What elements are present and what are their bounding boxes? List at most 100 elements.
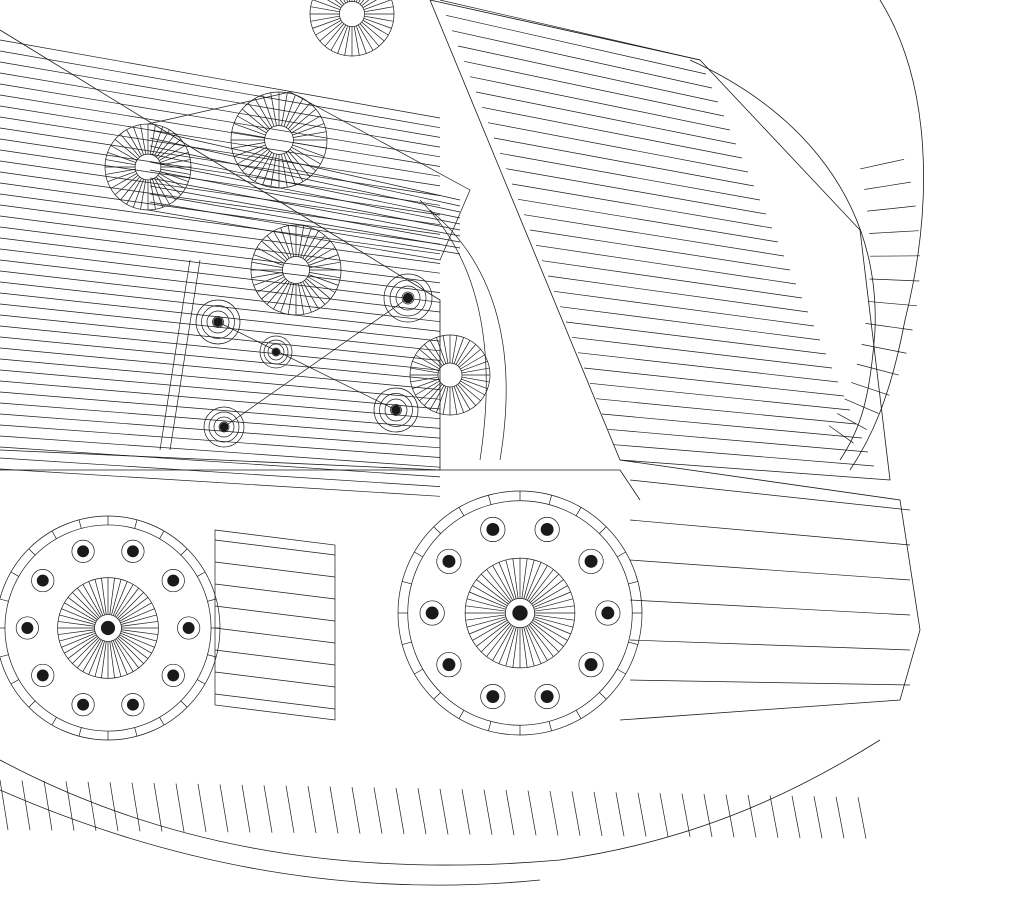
cylinder-cap-rib [152,127,162,155]
cylinder-cap-rib [293,143,326,149]
hydraulic-hub-ring [391,405,402,416]
right-wheel-tread-segment [402,581,411,584]
panel-hatch-line [0,392,440,428]
cylinder-cap-rib [237,116,266,133]
right-wheel-spoke [535,615,575,620]
armor-hatch-line [602,414,862,438]
cylinder-cap-rib [288,283,293,314]
track-drum [215,530,335,720]
hydraulic-hub-ring [213,317,224,328]
right-wheel-tread-segment [488,721,491,730]
track-link [858,797,866,838]
left-wheel-spoke [110,578,115,615]
panel-hatch-line [0,205,440,264]
right-wheel-spoke [534,617,573,627]
panel-hatch-line [0,381,440,419]
hydraulic-hub-ring [219,422,229,432]
left-wheel-tread-segment [52,531,56,539]
cylinder-cap-rib [141,125,146,155]
right-wheel-spoke [487,569,512,601]
cylinder-cap-rib [242,109,268,131]
cylinder-cap-rib [111,173,137,188]
cylinder-line [150,130,460,200]
cylinder-cap-rib [286,152,303,181]
left-wheel-spoke [119,597,148,619]
panel-hatch-line [0,436,440,467]
left-wheel-spoke [61,609,95,623]
right-wheel-tread-segment [599,527,606,534]
right-wheel-spoke [534,599,573,609]
right-wheel-tread-segment [617,552,625,557]
panel-hatch-line [0,403,440,438]
shell-segment-line [870,279,920,281]
cylinder-cap-rib [306,279,330,299]
cylinder-cap-center [339,1,364,26]
left-wheel-spoke [121,630,158,635]
cylinder-cap-rib [363,20,388,35]
hydraulic-hub-ring [214,417,234,437]
cylinder-cap-rib [430,340,444,364]
cylinder-cap-rib [262,279,286,299]
cylinder-cap-rib [419,383,440,401]
armor-hatch-line [440,0,700,60]
armor-hatch-line [482,107,742,158]
armor-hatch-line [500,153,760,200]
hydraulic-hub-ring [385,399,407,421]
left-wheel-bolt-hole [168,670,179,681]
cylinder-cap-rib [458,384,476,405]
shell-segment-line [837,413,866,429]
cylinder-cap-rib [293,124,325,135]
cylinder-cap-rib [309,262,340,267]
armor-hatch-line [446,15,706,74]
cylinder-cap-rib [354,26,359,55]
track-link [748,795,756,838]
left-wheel-spoke [59,631,95,641]
armor-hatch-line [566,322,826,354]
left-wheel-spoke [77,588,99,617]
cylinder-cap-rib [156,134,175,157]
right-wheel-tread-segment [488,495,491,504]
right-wheel-spoke [493,565,513,600]
right-wheel-spoke [506,627,516,666]
cylinder-cap-rib [108,152,136,162]
cylinder-cap-rib [462,368,490,373]
left-wheel-bolt [32,569,54,591]
armor-hatch-line [560,307,820,340]
shell-segment-line [864,182,910,189]
track-link [154,783,162,831]
right-wheel-tread-segment [617,669,625,674]
left-wheel-tread-segment [160,717,164,725]
shell-segment-line [867,206,915,211]
cylinder-cap-rib [293,132,326,138]
panel-hatch-line [0,51,440,128]
panel-hatch-line [0,282,440,331]
panel-hatch-line [0,84,440,157]
cylinder-cap-rib [298,226,303,257]
track-link [44,781,52,831]
cylinder-cap-rib [252,272,283,277]
cylinder-cap-rib [288,103,310,129]
drum-line [215,584,335,599]
right-wheel-bolt-hole [585,555,597,567]
left-wheel-spoke [72,638,98,664]
track-link [198,784,206,832]
left-wheel-tread-segment [181,549,187,555]
right-wheel-bolt [535,517,559,541]
cylinder-cap-rib [242,149,268,171]
track-link [66,781,74,830]
cylinder-cap-rib [456,385,470,409]
track-link [352,787,360,833]
right-wheel-spoke [499,562,514,599]
cylinder-cap-rib [282,93,288,126]
right-wheel-spoke [493,626,513,661]
cylinder-cap-rib [160,152,188,162]
left-wheel-tread-segment [29,549,35,555]
left-wheel-tread-segment [0,655,8,657]
panel-hatch-line [0,117,440,186]
panel-hatch-line [0,326,440,370]
cylinder-cap-rib [141,180,146,210]
cylinder-cap-rib [331,25,346,50]
cylinder-cap-rib [338,26,348,54]
track-link [418,788,426,834]
cylinder-cap-rib [267,236,287,260]
